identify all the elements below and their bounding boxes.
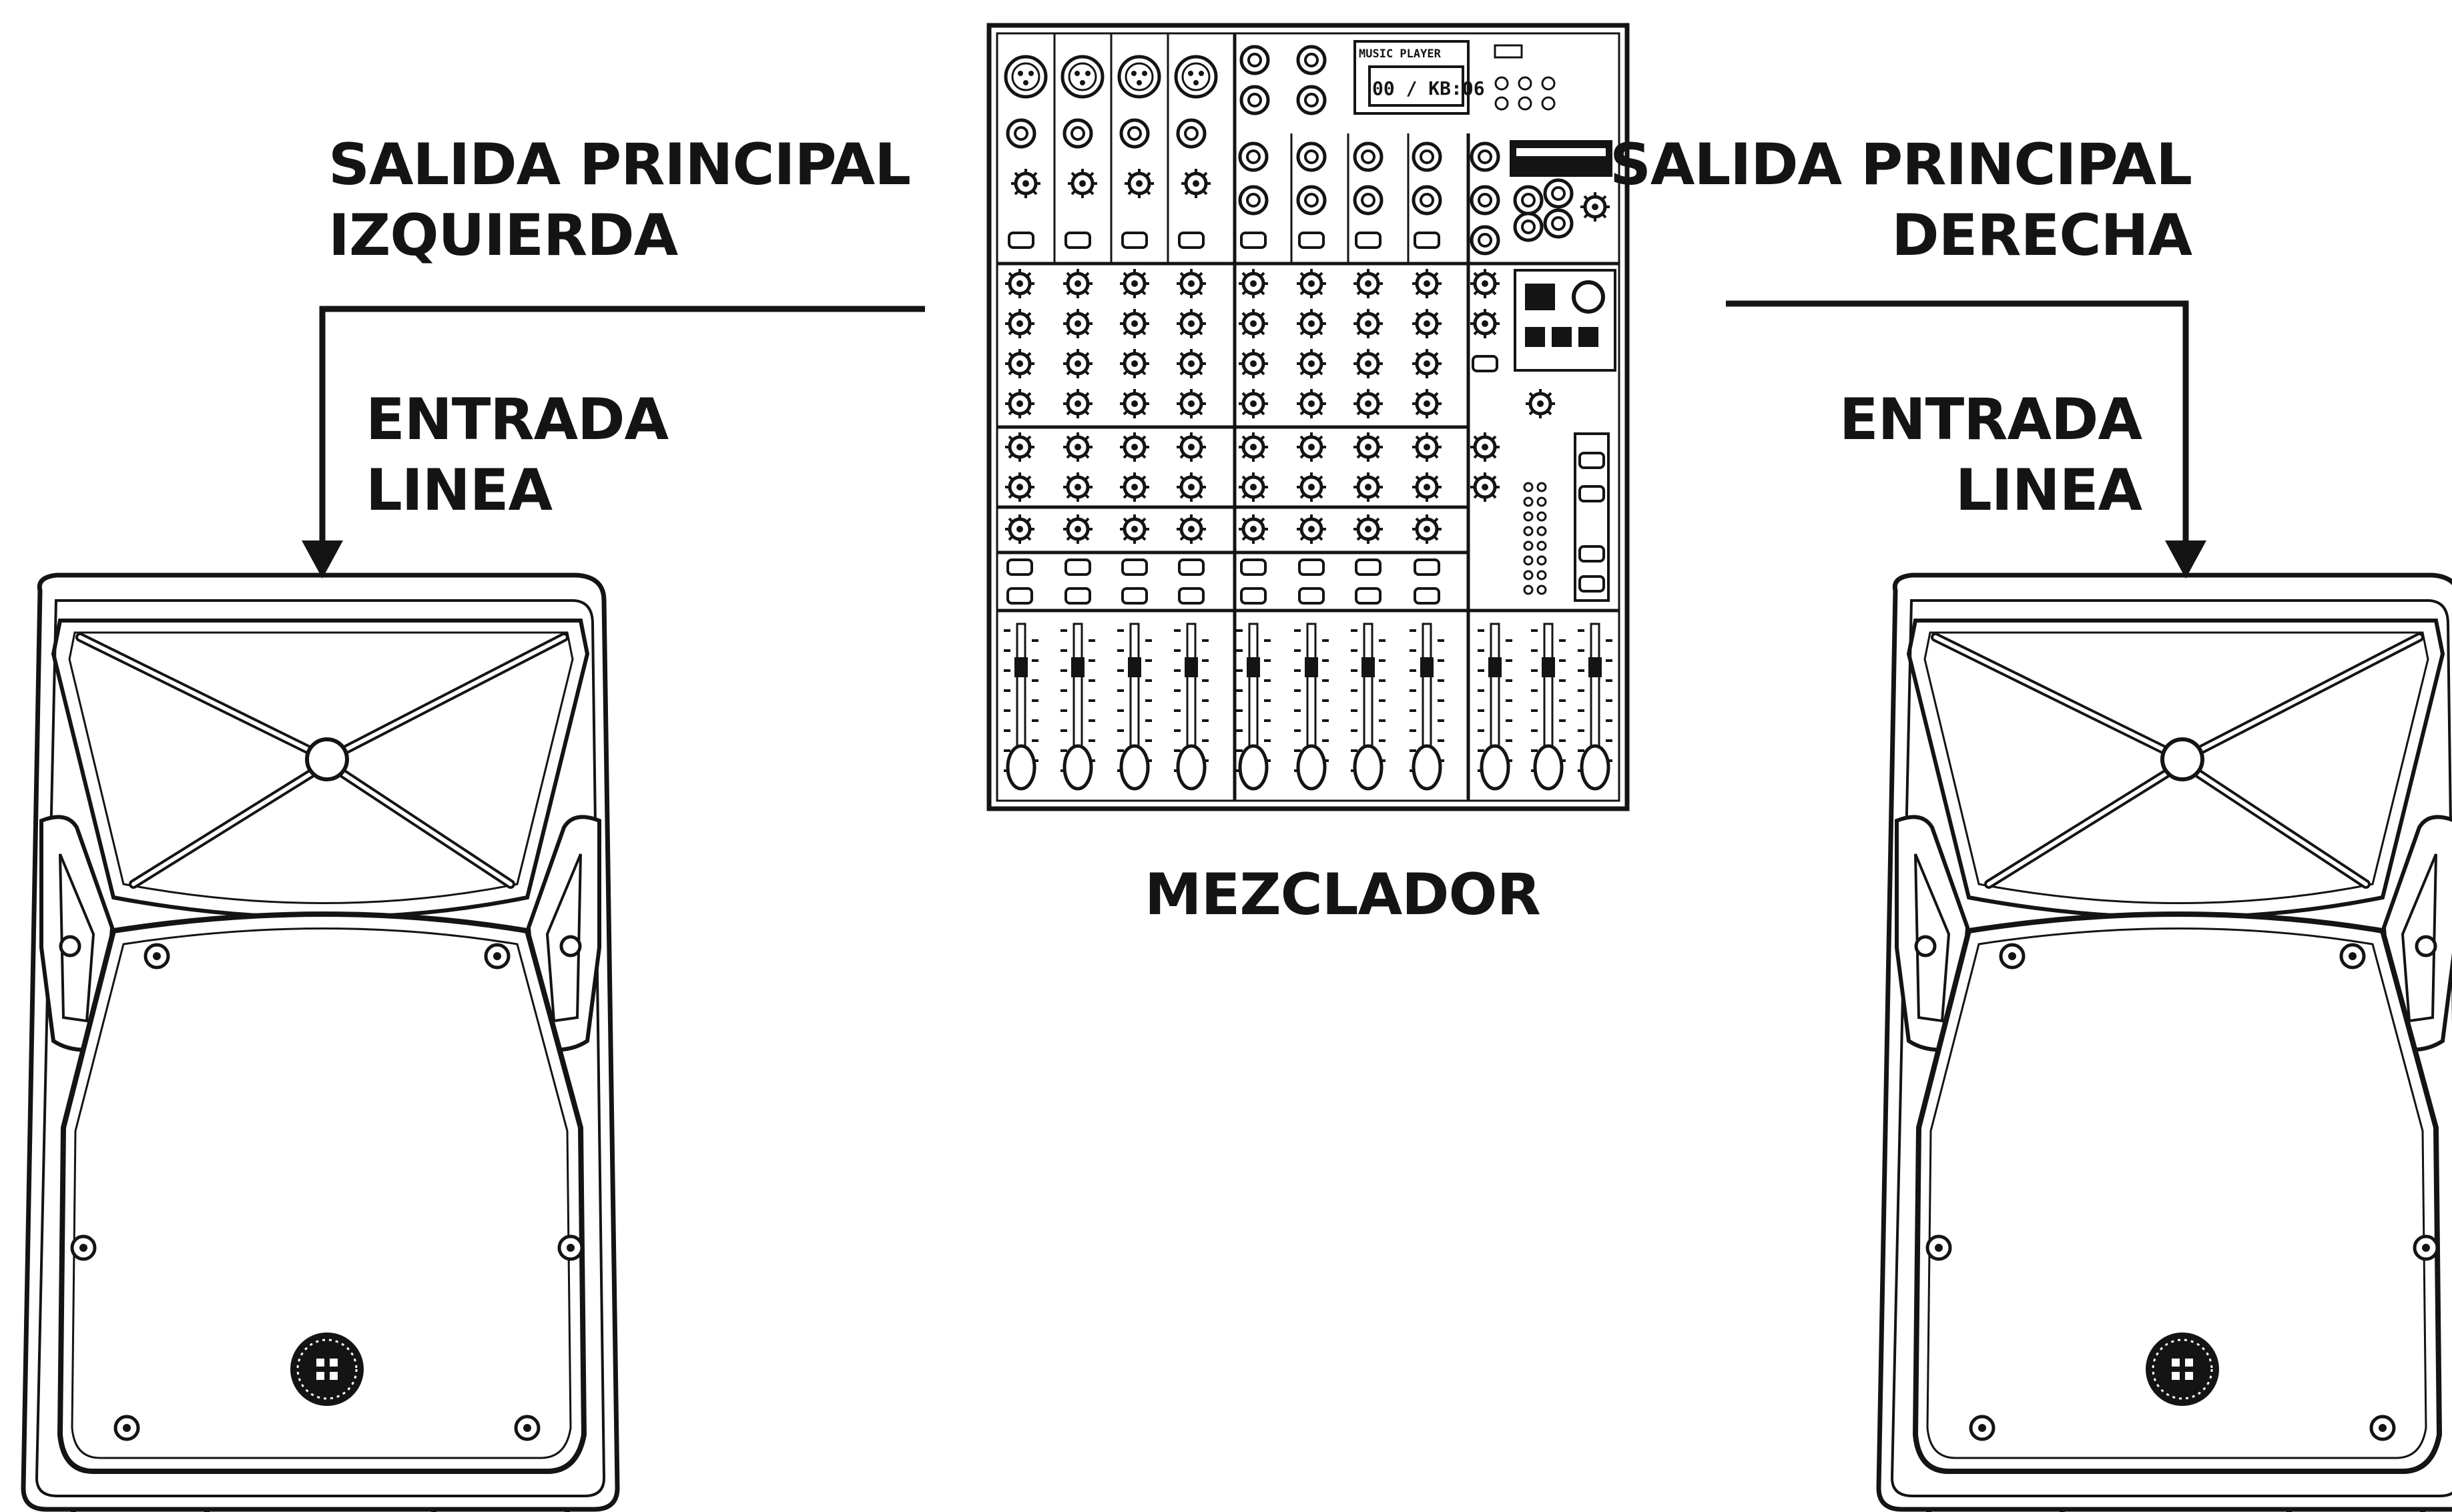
left-output-label: SALIDA PRINCIPAL IZQUIERDA [328,129,911,271]
right-output-cable [1726,300,2189,544]
left-input-label-line1: ENTRADA [366,386,669,453]
left-output-label-line1: SALIDA PRINCIPAL [328,131,911,198]
left-speaker [23,575,617,1512]
right-speaker [1879,575,2452,1512]
mixer: MUSIC PLAYER 00 / KB:06 [986,23,1630,811]
left-input-label: ENTRADA LINEA [366,384,669,526]
music-player-panel: MUSIC PLAYER 00 / KB:06 [1353,40,1485,115]
mixer-label: MEZCLADOR [1145,861,1541,928]
left-output-label-line2: IZQUIERDA [328,202,678,269]
display-readout: 00 / KB:06 [1372,77,1485,99]
right-output-label-line2: DERECHA [1891,202,2192,269]
right-output-label-line1: SALIDA PRINCIPAL [1609,131,2192,198]
right-input-label-line2: LINEA [1955,457,2142,524]
left-output-cable [319,306,925,544]
music-player-label: MUSIC PLAYER [1359,47,1442,61]
right-input-label-line1: ENTRADA [1839,386,2142,453]
right-output-label: SALIDA PRINCIPAL DERECHA [1610,129,2192,271]
right-input-arrow [2165,540,2206,579]
right-input-label: ENTRADA LINEA [1839,384,2142,526]
left-input-arrow [302,540,343,579]
left-input-label-line2: LINEA [366,457,553,524]
